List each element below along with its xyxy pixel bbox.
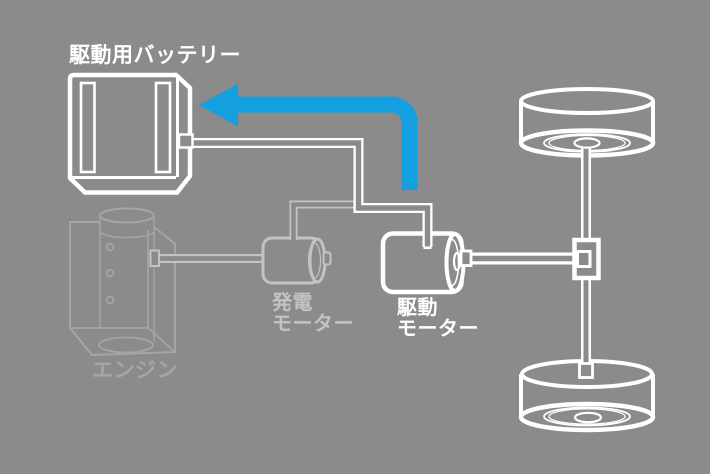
generator-cable-inner: [291, 202, 357, 240]
battery-label: 駆動用バッテリー: [69, 43, 241, 67]
generator-end-cap-rim: [307, 242, 322, 279]
generator-label-line1: 発電: [271, 290, 313, 314]
engine-cylinder-top: [99, 207, 155, 224]
generator-cable: [289, 200, 357, 240]
engine-body-edges: [70, 222, 176, 353]
wheel-top-rim: [519, 87, 655, 115]
generator-motor-illustration: [261, 236, 332, 285]
battery-illustration: [67, 72, 194, 195]
drive-motor-end-cap-rim: [444, 238, 460, 287]
engine-bolt: [105, 242, 115, 252]
battery-cell-left: [79, 81, 96, 174]
drive-motor-label-line1: 駆動: [397, 295, 438, 319]
battery-body-edges: [71, 77, 179, 179]
energy-flow-left-arrow-icon: [199, 83, 418, 190]
battery-terminal: [177, 133, 194, 149]
engine-bolt: [105, 295, 115, 305]
engine-cylinder-base: [99, 230, 155, 239]
drive-motor-illustration: [380, 231, 466, 295]
engine-oil-pan: [98, 336, 154, 354]
wheel-bottom-illustration: [518, 374, 656, 433]
drive-shaft-connector: [459, 249, 473, 267]
drive-motor-label-line2: モーター: [397, 316, 479, 340]
engine-bolt: [105, 268, 115, 278]
generator-shaft-bracket: [149, 249, 160, 267]
battery-body: [67, 72, 193, 195]
battery-cell-right: [154, 81, 172, 174]
wheel-top-hub: [573, 137, 601, 149]
wheel-bottom-hub: [573, 411, 603, 424]
engine-cylinder-sides: [99, 216, 155, 341]
differential-coupling: [576, 250, 592, 268]
differential: [572, 237, 601, 281]
axle-end-connector: [578, 362, 594, 379]
wheel-top-sides: [519, 101, 655, 143]
wheel-top-illustration: [518, 87, 656, 158]
generator-label-line2: モーター: [272, 311, 354, 335]
battery-cable-inner: [191, 140, 431, 247]
wheel-bottom-ring-outer: [543, 406, 631, 427]
engine-label: エンジン: [92, 358, 178, 382]
generator-hub: [322, 251, 332, 266]
wheel-bottom-ring-inner: [548, 408, 626, 425]
engine-body: [69, 221, 176, 357]
wheel-bottom-sides: [519, 374, 655, 417]
engine-illustration: [69, 207, 176, 357]
